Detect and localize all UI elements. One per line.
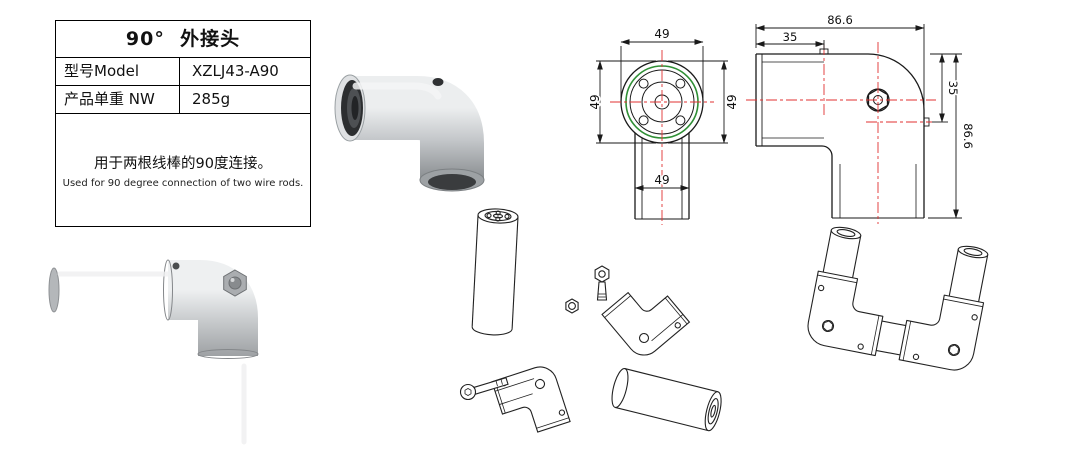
side-view-geometry — [755, 48, 930, 219]
shell-half-right — [601, 291, 691, 356]
product-title: 90° 外接头 — [56, 21, 310, 58]
centerlines — [746, 42, 936, 224]
side-dim-lines — [755, 24, 962, 219]
dim-front-bottom: 49 — [654, 173, 669, 187]
dim-side-width: 86.6 — [827, 14, 853, 27]
assembled-view-drawing — [807, 226, 989, 371]
screw-hole — [172, 262, 180, 270]
hex-bolt — [594, 265, 610, 301]
dim-front-right: 49 — [725, 94, 739, 109]
spec-table: 90° 外接头 型号Model XZLJ43-A90 产品单重 NW 285g … — [55, 20, 311, 227]
model-value: XZLJ43-A90 — [192, 62, 279, 80]
wire-rod-vertical — [471, 208, 519, 336]
exploded-view-drawing — [459, 208, 722, 433]
wire-rod-horizontal — [611, 367, 722, 432]
model-label: 型号Model — [56, 58, 180, 85]
front-view-geometry — [620, 60, 704, 220]
socket-screw — [459, 377, 509, 401]
installed-photo — [48, 259, 259, 450]
centerlines — [610, 50, 714, 225]
product-photo — [334, 74, 485, 192]
front-view-drawing: 49 49 49 49 — [587, 26, 741, 225]
installed-assembly — [48, 259, 259, 450]
model-row: 型号Model XZLJ43-A90 — [56, 58, 310, 86]
hex-nut — [565, 298, 579, 314]
description-cn: 用于两根线棒的90度连接。 — [94, 155, 272, 172]
description-cell: 用于两根线棒的90度连接。 Used for 90 degree connect… — [56, 114, 310, 226]
side-view-drawing: 86.6 35 86.6 35 — [746, 14, 976, 224]
elbow-connector-right — [898, 294, 985, 371]
weight-label: 产品单重 NW — [56, 86, 180, 113]
dim-front-top: 49 — [654, 27, 669, 41]
dim-side-offset-h: 35 — [783, 30, 798, 44]
shell-half-left — [491, 366, 571, 433]
weight-row: 产品单重 NW 285g — [56, 86, 310, 114]
front-dim-lines — [596, 39, 728, 191]
description-en: Used for 90 degree connection of two wir… — [62, 177, 304, 189]
screw-hole — [432, 78, 444, 86]
elbow-connector — [168, 260, 258, 356]
dim-side-height: 86.6 — [961, 123, 975, 149]
hex-nut — [223, 269, 247, 297]
elbow-connector-left — [807, 270, 884, 357]
dim-side-offset-v: 35 — [946, 81, 960, 96]
dim-front-left: 49 — [588, 94, 602, 109]
elbow-connector-body — [334, 74, 485, 192]
weight-value: 285g — [192, 90, 231, 108]
